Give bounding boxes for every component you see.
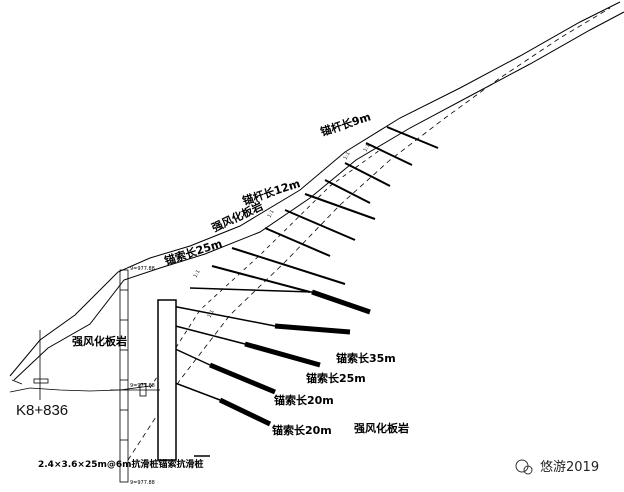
anchor-cable-bond [209, 362, 276, 395]
road-marks [11, 378, 49, 385]
label-ratio-5: 1:1 [207, 309, 216, 319]
label-ratio-1: 1:1 [343, 151, 352, 161]
retaining-column [110, 269, 160, 483]
existing-ground [9, 385, 151, 393]
label-weathered-left: 强风化板岩 [72, 334, 127, 348]
design-slope-dashed [127, 7, 611, 461]
anchor-rod [344, 162, 391, 187]
anchor-rod [386, 126, 439, 149]
label-cable-35: 锚索长35m [336, 351, 396, 365]
label-slope-fill: 强风化板岩 [209, 199, 265, 235]
anchor-cable-free [171, 305, 276, 327]
label-rock-bolt-upper: 锚索长25m [163, 236, 224, 268]
label-ratio-3: 1:1 [193, 269, 202, 279]
anchor-rod [304, 193, 376, 220]
label-cable-25: 锚索长25m [306, 371, 366, 385]
chainage-label: K8+836 [16, 402, 68, 419]
anchor-rods-upper [264, 126, 439, 257]
label-cable-20a: 锚索长20m [274, 393, 334, 407]
anchor-cable-free [189, 287, 313, 293]
elev-mid: 9=977.88 [130, 383, 155, 389]
elev-bot: 9=977.88 [130, 480, 155, 486]
label-weathered-bottom: 强风化板岩 [354, 421, 409, 435]
anchor-cable [231, 247, 346, 285]
elev-top: 9=977.88 [130, 266, 155, 272]
anchor-cable [211, 265, 311, 293]
anchor-rod [324, 179, 371, 204]
ground-line-outer [9, 1, 621, 377]
label-anchor-rod-top: 锚杆长9m [319, 109, 373, 138]
pile-note: 2.4×3.6×25m@6m抗滑桩锚索抗滑桩 [38, 458, 204, 470]
label-ratio-4: 1:1 [363, 143, 372, 153]
wechat-icon-inner [523, 465, 533, 475]
anti-slide-pile [157, 299, 177, 461]
anchor-cables-lower [159, 247, 371, 427]
anchor-cable-bond [218, 397, 272, 427]
watermark-text: 悠游2019 [540, 460, 599, 475]
watermark: 悠游2019 [515, 459, 599, 475]
label-ratio-2: 1:1 [267, 209, 276, 219]
anchor-rod [284, 209, 356, 241]
anchor-cable-bond [274, 323, 351, 335]
label-anchor-rod-mid: 锚杆长12m [241, 176, 302, 208]
label-cable-20b: 锚索长20m [272, 423, 332, 437]
anchor-rod [365, 142, 413, 166]
anchor-cable-bond [244, 341, 321, 368]
anchor-rod [264, 227, 331, 257]
ground-line-inner [13, 11, 624, 381]
anchor-cable-bond [311, 289, 371, 315]
